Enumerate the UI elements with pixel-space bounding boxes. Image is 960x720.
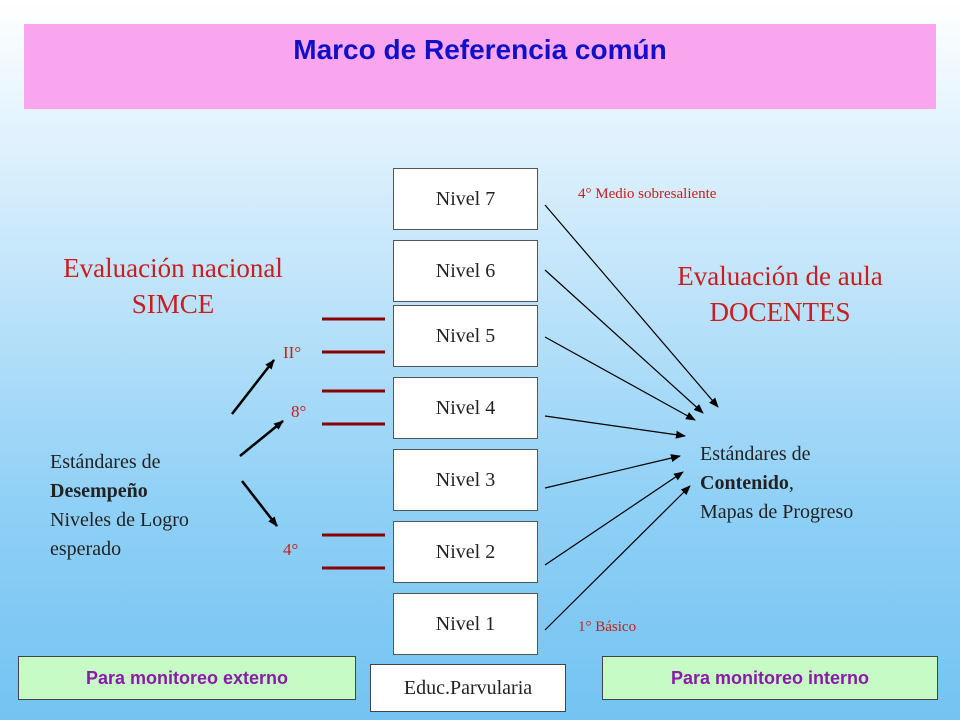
left-heading: Evaluación nacional SIMCE [38,250,308,322]
arrow-from-level-6 [544,269,704,414]
arrow-from-level-5 [544,336,696,421]
arrow-from-level-2 [544,471,684,566]
right-arrows [544,204,719,631]
level-3-box: Nivel 3 [393,449,538,511]
page-title: Marco de Referencia común [293,34,667,65]
left-standards-line3: Niveles de Logro [50,509,189,531]
left-heading-line2: SIMCE [131,289,215,319]
left-standards-line1: Estándares de [50,451,161,473]
left-arrows [231,359,284,527]
arrow-to-second-medio [231,359,275,415]
level-5-box: Nivel 5 [393,305,538,367]
level-4-box: Nivel 4 [393,377,538,439]
grade-mark-eighth: 8° [291,402,307,421]
level-7-box: Nivel 7 [393,168,538,230]
right-heading-line1: Evaluación de aula [677,261,883,291]
arrow-from-level-7 [544,204,719,408]
level-2-box: Nivel 2 [393,521,538,583]
arrow-from-level-1 [544,485,691,631]
grade-mark-second-medio: II° [283,343,302,362]
left-heading-line1: Evaluación nacional [63,253,283,283]
right-standards-comma: , [788,472,794,494]
right-heading-line2: DOCENTES [709,297,851,327]
grade-bars [322,317,385,570]
bottom-level-note: 1° Básico [578,619,637,635]
arrow-from-level-3 [544,454,681,489]
title-banner: Marco de Referencia común [24,24,936,109]
right-standards-bold: Contenido [700,472,789,494]
left-standards-line2: Desempeño [50,480,148,502]
top-level-note: 4° Medio sobresaliente [578,186,717,202]
arrow-to-eighth [239,420,284,457]
right-standards-line2: Contenido, [700,469,853,498]
grade-mark-fourth: 4° [283,540,299,559]
left-standards: Estándares de Desempeño Niveles de Logro… [50,448,189,564]
right-heading: Evaluación de aula DOCENTES [640,258,920,330]
right-standards-line1: Estándares de [700,443,811,465]
right-standards-line3: Mapas de Progreso [700,501,854,523]
footer-internal-monitoring: Para monitoreo interno [602,656,938,700]
level-1-box: Nivel 1 [393,593,538,655]
level-6-box: Nivel 6 [393,240,538,302]
footer-parvularia: Educ.Parvularia [370,664,566,712]
left-standards-line4: esperado [50,538,122,560]
footer-external-monitoring: Para monitoreo externo [18,656,356,700]
arrow-from-level-4 [544,415,686,439]
right-standards: Estándares de Contenido, Mapas de Progre… [700,440,853,527]
arrow-to-fourth [241,480,278,527]
